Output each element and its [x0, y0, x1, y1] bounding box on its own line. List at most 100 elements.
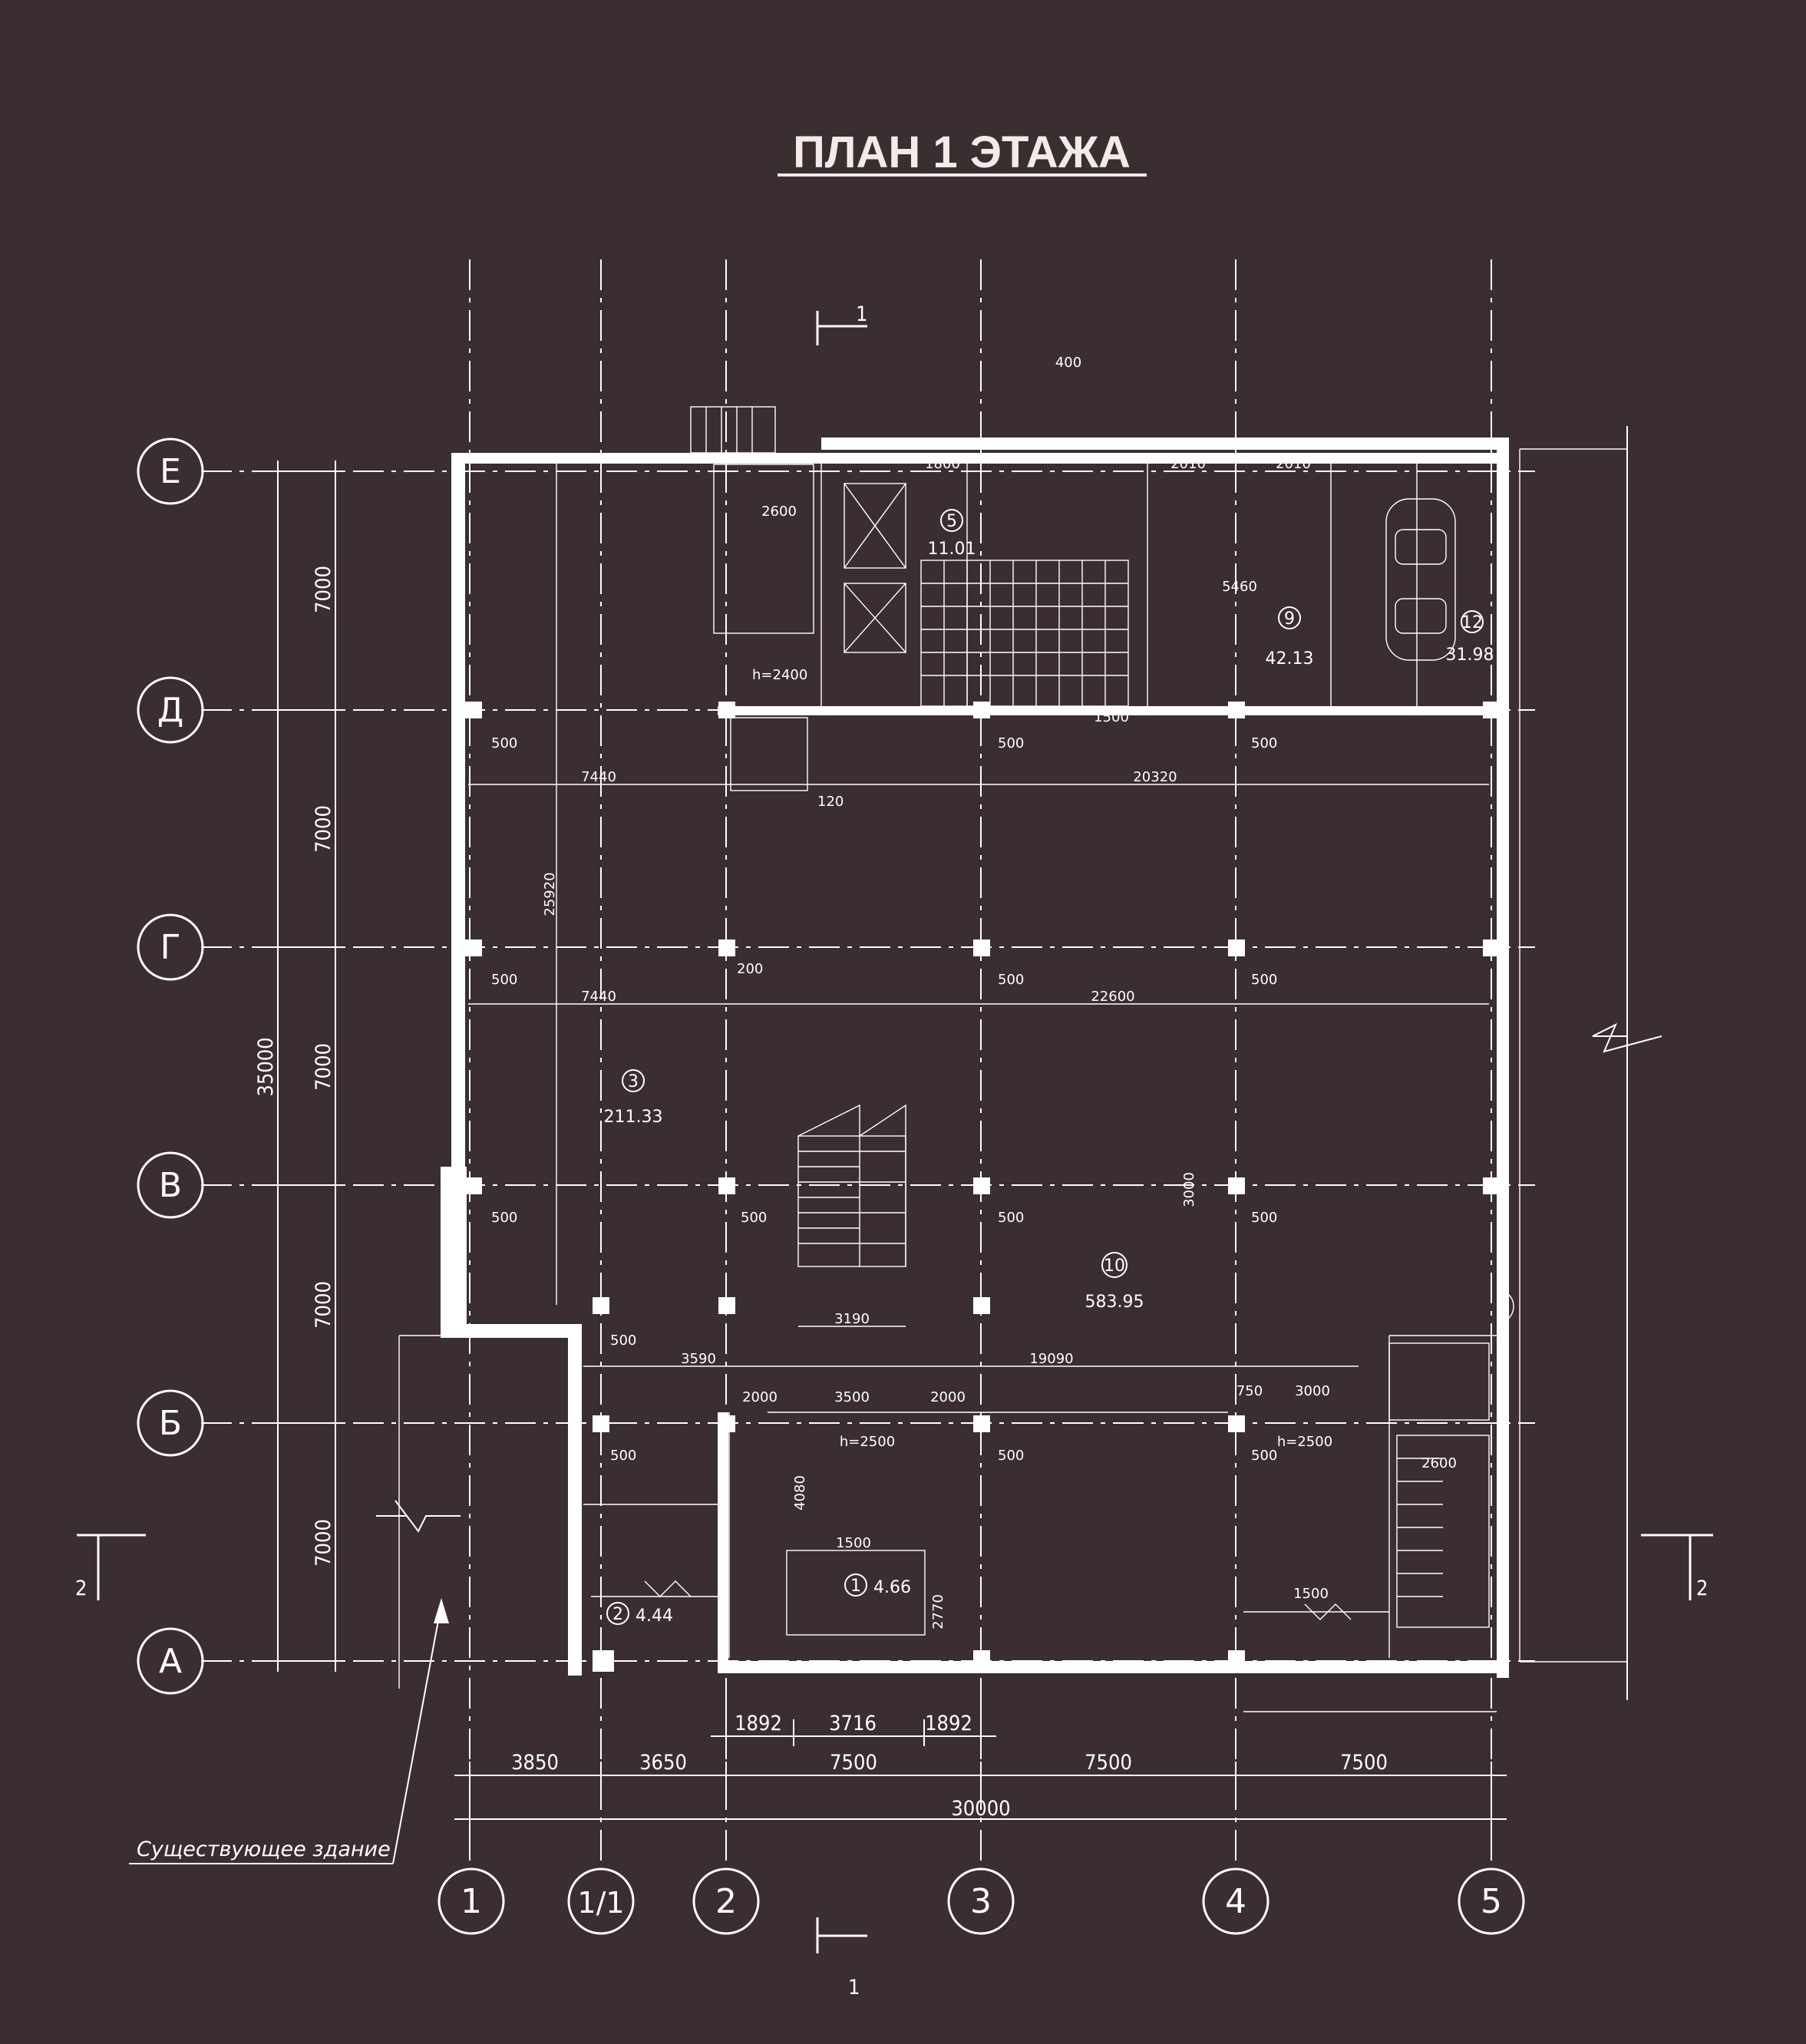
room-labels: 1 4.66 2 4.44 3 211.33 5 11.01 9 42.13 1…	[604, 509, 1494, 1626]
room-2-area: 4.44	[636, 1606, 673, 1626]
axis-label-3: 3	[970, 1882, 992, 1921]
plan-title: ПЛАН 1 ЭТАЖА	[793, 127, 1131, 177]
section-2-left: 2	[75, 1577, 87, 1600]
dim-25920: 25920	[542, 872, 558, 916]
height-2500-right: h=2500	[1277, 1434, 1332, 1450]
dim-3500: 3500	[834, 1389, 870, 1405]
room-10-area: 583.95	[1085, 1293, 1144, 1312]
dim-1500-right: 1500	[1293, 1586, 1329, 1602]
dim-1500-toilet: 1500	[836, 1535, 871, 1551]
dim-500-G4: 500	[1251, 972, 1277, 988]
room-9-area: 42.13	[1266, 649, 1314, 669]
room-1-number: 1	[850, 1577, 861, 1596]
dim-bottom-7500a: 7500	[830, 1751, 877, 1775]
building-walls	[441, 438, 1509, 1678]
dim-bottom-7500b: 7500	[1085, 1751, 1132, 1775]
section-1-bottom: 1	[848, 1976, 860, 1999]
dim-bottom-1892a: 1892	[735, 1712, 782, 1735]
dim-500-V3: 500	[998, 1210, 1024, 1226]
dim-500-V2: 500	[741, 1210, 767, 1226]
dim-left-3: 7000	[312, 1043, 335, 1091]
dim-2010a: 2010	[1170, 456, 1206, 472]
room-3-number: 3	[628, 1072, 639, 1091]
section-markers: 1 1 2 2	[75, 302, 1713, 1999]
axis-label-A: А	[159, 1642, 182, 1681]
room-5-area: 11.01	[928, 540, 976, 559]
dim-2010b: 2010	[1276, 456, 1311, 472]
axis-label-B: Б	[159, 1404, 182, 1443]
dim-2600-bottom: 2600	[1421, 1455, 1457, 1471]
dim-bottom-7500c: 7500	[1340, 1751, 1388, 1775]
upper-stair-core	[690, 406, 1129, 791]
row-axes	[201, 471, 1535, 1662]
room-12-number: 12	[1461, 613, 1483, 632]
room-3-area: 211.33	[604, 1108, 663, 1127]
interior-dimensions: 7440 20320 7440 22600 19090 3590 3500 20…	[491, 355, 1457, 1630]
room-9-number: 9	[1284, 609, 1295, 629]
section-2-right: 2	[1696, 1577, 1708, 1600]
room-2-number: 2	[612, 1605, 623, 1624]
dim-500-G3: 500	[998, 972, 1024, 988]
dim-3000-vertical: 3000	[1181, 1172, 1197, 1207]
room-5-number: 5	[946, 512, 957, 531]
section-1-top: 1	[856, 302, 867, 326]
height-2400: h=2400	[752, 667, 807, 683]
dim-left-total: 35000	[254, 1037, 278, 1096]
dim-3590: 3590	[681, 1351, 716, 1367]
dim-3000: 3000	[1295, 1383, 1330, 1399]
axis-label-1-1: 1/1	[577, 1886, 624, 1920]
car-icon	[1385, 498, 1456, 661]
column-axis-bubbles: 1 1/1 2 3 4 5	[437, 1867, 1525, 1935]
dim-4080: 4080	[792, 1475, 808, 1511]
axis-label-D: Д	[157, 691, 183, 730]
dim-2770: 2770	[930, 1594, 946, 1630]
existing-building-label: Существующее здание	[137, 1838, 391, 1861]
dim-bottom-3716: 3716	[829, 1712, 877, 1735]
existing-building-callout: Существующее здание	[129, 1598, 449, 1864]
dim-5460: 5460	[1222, 579, 1257, 595]
room-12-area: 31.98	[1446, 646, 1494, 665]
axis-label-4: 4	[1225, 1882, 1246, 1921]
dim-500-V4: 500	[1251, 1210, 1277, 1226]
dim-500-D3: 500	[998, 735, 1024, 751]
dim-2000-left: 2000	[742, 1389, 778, 1405]
room-1-area: 4.66	[873, 1578, 911, 1597]
bottom-dimension-chains: 1892 3716 1892 3850 3650 7500 7500 7500 …	[454, 1700, 1507, 1833]
dim-500-V1: 500	[491, 1210, 517, 1226]
dim-7440-mid: 7440	[581, 989, 616, 1005]
dim-bottom-1892b: 1892	[925, 1712, 972, 1735]
central-stair	[797, 1104, 906, 1327]
lower-blocks	[644, 1289, 1514, 1636]
dim-400: 400	[1055, 355, 1081, 371]
dim-750: 750	[1236, 1383, 1263, 1399]
dim-19090: 19090	[1029, 1351, 1073, 1367]
axis-label-V: В	[159, 1166, 182, 1205]
dim-20320: 20320	[1133, 769, 1177, 785]
dim-left-5: 7000	[312, 1519, 335, 1567]
axis-label-1: 1	[461, 1882, 482, 1921]
dim-bottom-3850: 3850	[511, 1751, 559, 1775]
left-dimension-chain: 7000 7000 7000 7000 7000 35000	[254, 461, 343, 1672]
dim-left-1: 7000	[312, 566, 335, 613]
dim-500-D1: 500	[491, 735, 517, 751]
dim-500-D4: 500	[1251, 735, 1277, 751]
dim-7440-top: 7440	[581, 769, 616, 785]
dim-500-B3: 500	[998, 1448, 1024, 1464]
dim-500-G1: 500	[491, 972, 517, 988]
dim-left-4: 7000	[312, 1281, 335, 1329]
structural-columns	[465, 702, 1500, 1672]
interior-lines	[398, 448, 1627, 1712]
dim-bottom-total: 30000	[951, 1797, 1010, 1821]
dim-2000-right: 2000	[930, 1389, 966, 1405]
dim-left-2: 7000	[312, 805, 335, 853]
dim-22600: 22600	[1091, 989, 1134, 1005]
row-axis-bubbles: Е Д Г В Б А	[137, 438, 204, 1695]
dim-2600-top: 2600	[761, 504, 797, 520]
dim-3190: 3190	[834, 1311, 870, 1327]
height-2500-left: h=2500	[840, 1434, 895, 1450]
dim-500-B11: 500	[610, 1448, 636, 1464]
dim-500-mid: 500	[610, 1332, 636, 1349]
axis-label-G: Г	[160, 928, 181, 967]
break-lines	[376, 426, 1662, 1700]
